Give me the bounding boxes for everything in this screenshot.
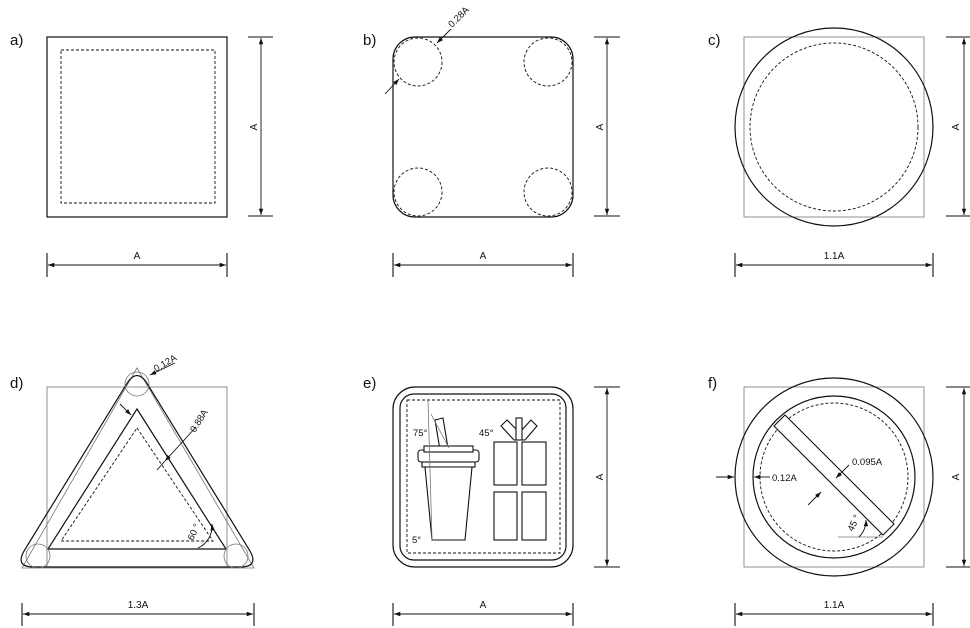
prohibition-outer-circle <box>734 377 934 577</box>
dim-label-vertical: A <box>951 473 962 480</box>
panel-e-label: e) <box>363 375 376 392</box>
ring-width-label: 0.12A <box>772 473 797 484</box>
panel-c: c) A 1.1A <box>708 27 970 277</box>
prohibition-bar <box>773 414 895 536</box>
corner-circle-bl <box>393 167 443 217</box>
panel-b-label: b) <box>363 32 376 49</box>
dim-label-horizontal: A <box>480 251 487 262</box>
panel-e: e) 75° 5° 45° A <box>363 375 620 626</box>
band-arrow-left <box>119 403 132 416</box>
angle-label: 45 ° <box>846 513 863 533</box>
dim-label-horizontal: 1.3A <box>128 600 149 611</box>
square-inner-dashed <box>406 399 561 554</box>
corner-circle-tr <box>523 37 573 87</box>
panel-c-label: c) <box>708 32 721 49</box>
box-bottom-left <box>493 491 518 541</box>
corner-circle-tl <box>393 37 443 87</box>
ribbon-center <box>515 417 523 441</box>
reference-square <box>743 36 925 218</box>
bar-width-leader-top <box>835 464 850 479</box>
straw-angle-guide <box>430 413 450 449</box>
reference-triangle <box>21 367 255 569</box>
band-tick <box>156 460 166 471</box>
triangle-outline <box>20 374 254 568</box>
triangle-inner-edge <box>46 407 228 550</box>
radius-label: 0.12A <box>152 352 180 374</box>
dim-label-vertical: A <box>595 123 606 130</box>
circle-inner-dashed <box>749 42 919 212</box>
bar-width-leader-bottom <box>807 491 822 506</box>
rounded-square-inner <box>399 393 567 561</box>
band-leader <box>164 426 197 462</box>
radius-leader <box>149 362 176 376</box>
cup-angle-guide <box>427 399 433 541</box>
panel-f-label: f) <box>708 375 717 392</box>
gift-box-icon <box>493 417 547 541</box>
panel-f: f) 0.12A 0.095A 45 ° A 1.1A <box>708 375 970 626</box>
corner-circle-br <box>523 167 573 217</box>
square-outline <box>46 36 228 218</box>
corner-circle-right <box>223 543 249 569</box>
dim-label-vertical: A <box>249 123 260 130</box>
square-inner-dashed <box>60 49 216 204</box>
dim-label-horizontal: A <box>480 600 487 611</box>
radius-label: 0.28A <box>446 4 472 30</box>
cup-angle-label: 5° <box>412 535 421 546</box>
prohibition-inner-circle <box>752 395 916 559</box>
box-top-left <box>493 441 518 486</box>
circle-outline <box>734 27 934 227</box>
angle-arc <box>858 519 869 538</box>
corner-circle-left <box>25 543 51 569</box>
dim-label-horizontal: 1.1A <box>824 251 845 262</box>
band-label: 0.88A <box>188 407 211 434</box>
dim-label-horizontal: 1.1A <box>824 600 845 611</box>
panel-a-label: a) <box>10 32 23 49</box>
rounded-square-outline <box>392 36 574 218</box>
box-top-right <box>521 441 547 486</box>
radius-leader-lower <box>384 78 400 95</box>
panel-a: a) A A <box>10 32 273 277</box>
dim-label-vertical: A <box>595 473 606 480</box>
panel-d-label: d) <box>10 375 23 392</box>
dim-label-horizontal: A <box>134 251 141 262</box>
panel-d: d) 0.12A 0.88A 60 ° 1.3A <box>10 352 255 626</box>
drink-cup-icon <box>417 399 480 541</box>
bar-width-label: 0.095A <box>852 457 883 468</box>
rounded-square-outline <box>392 386 574 568</box>
straw-angle-label: 75° <box>413 428 428 439</box>
cup-body <box>424 466 473 541</box>
angle-label: 60 ° <box>186 522 203 542</box>
corner-circle-top <box>124 371 150 397</box>
box-bottom-right <box>521 491 547 541</box>
triangle-inner-dashed <box>60 427 214 542</box>
ribbon-angle-label: 45° <box>479 428 494 439</box>
cup-lid-dome <box>423 445 474 453</box>
radius-leader-upper <box>436 28 452 44</box>
dim-label-vertical: A <box>951 123 962 130</box>
reference-square <box>743 386 925 568</box>
panel-b: b) 0.28A A A <box>363 4 620 277</box>
angle-arc <box>197 523 215 549</box>
